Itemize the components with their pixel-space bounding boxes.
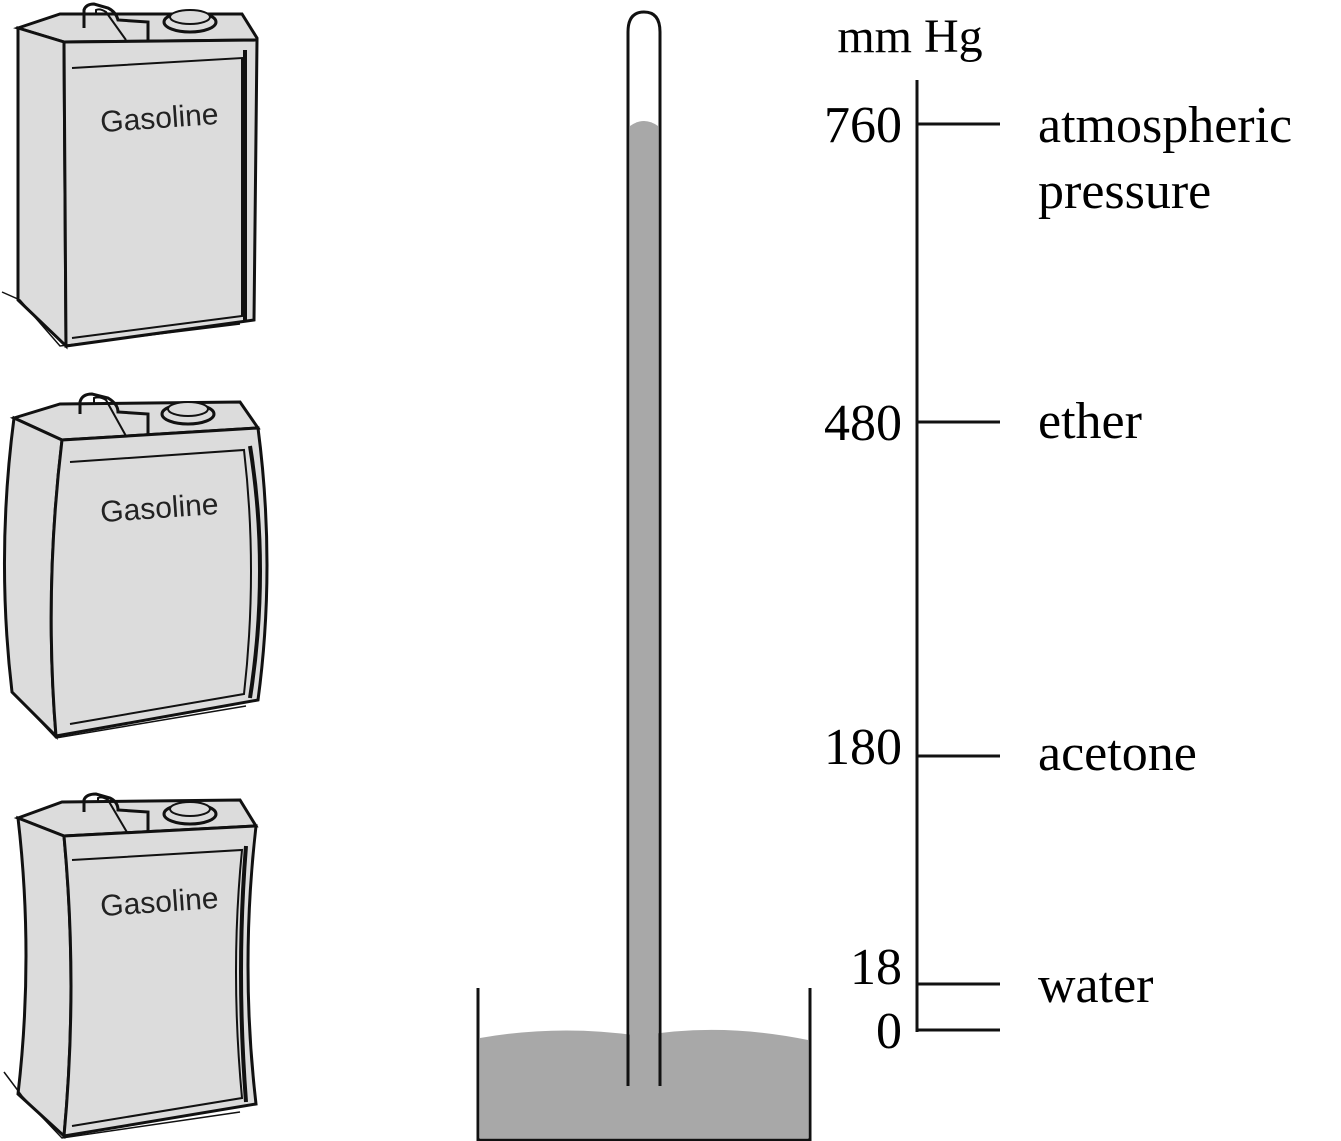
can-label: Gasoline xyxy=(99,488,219,529)
can-label: Gasoline xyxy=(99,98,219,139)
gasoline-can-normal: Gasoline xyxy=(1,2,259,350)
mercury-column xyxy=(630,121,658,1086)
gasoline-can-bulged: Gasoline xyxy=(2,392,269,740)
label-pressure: pressure xyxy=(1038,163,1211,220)
gasoline-can-caved: Gasoline xyxy=(3,792,259,1140)
label-water: water xyxy=(1038,957,1153,1014)
label-acetone: acetone xyxy=(1038,725,1197,782)
barometer xyxy=(476,10,812,1141)
tick-label-760: 760 xyxy=(824,97,902,154)
tick-label-180: 180 xyxy=(824,719,902,776)
label-atmospheric: atmospheric xyxy=(1038,97,1292,154)
can-label: Gasoline xyxy=(99,882,219,923)
tick-label-0: 0 xyxy=(876,1003,902,1060)
label-ether: ether xyxy=(1038,393,1142,450)
tick-label-480: 480 xyxy=(824,395,902,452)
dish xyxy=(476,988,812,1141)
tick-label-18: 18 xyxy=(850,939,902,996)
pressure-scale: mm Hg 760 atmospheric pressure 480 ether… xyxy=(824,10,1292,1060)
glass-tube xyxy=(626,10,662,1086)
scale-unit-label: mm Hg xyxy=(837,10,982,63)
